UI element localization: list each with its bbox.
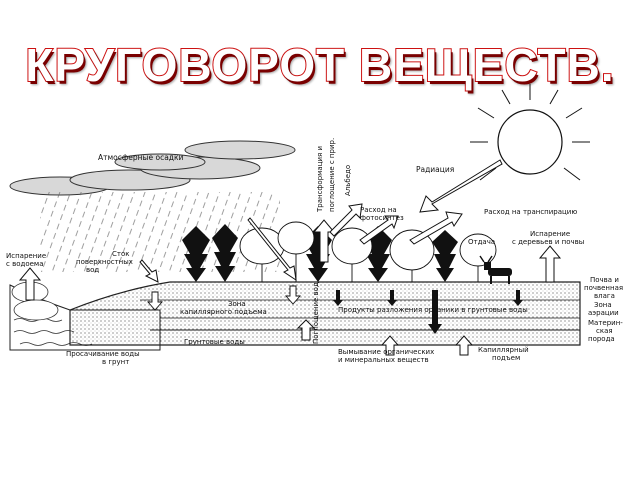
label-aeration-1: Зона xyxy=(594,301,612,309)
downward-arrows xyxy=(333,290,523,334)
label-radiation: Радиация xyxy=(416,165,454,174)
label-groundwater: Грунтовые воды xyxy=(184,338,245,346)
ground-surface xyxy=(69,281,581,346)
label-cap-rise-2: подъем xyxy=(492,354,520,362)
label-scatter-2: поглощение с прир. xyxy=(328,138,336,212)
label-runoff-3: вод xyxy=(86,266,99,274)
label-capillary-2: капиллярного подъема xyxy=(180,308,267,316)
sun-icon xyxy=(470,84,590,181)
label-bedrock-3: порода xyxy=(588,335,615,343)
rain xyxy=(40,192,280,272)
label-bedrock-1: Материн- xyxy=(588,319,623,327)
label-transpiration: Расход на транспирацию xyxy=(484,208,577,216)
label-photosynthesis-1: Расход на xyxy=(360,206,397,214)
moose-icon xyxy=(479,255,512,284)
label-bedrock-2: ская xyxy=(596,327,613,335)
label-leaching-1: Вымывание органических xyxy=(338,348,434,356)
label-capillary-1: Зона xyxy=(228,300,246,308)
label-precipitation: Атмосферные осадки xyxy=(98,153,184,162)
label-leaching-2: и минеральных веществ xyxy=(338,356,429,364)
slide-title: КРУГОВОРОТ ВЕЩЕСТВ. xyxy=(24,38,615,92)
label-cap-rise-1: Капиллярный xyxy=(478,346,529,354)
seepage-arrows xyxy=(147,285,301,311)
label-soil-moisture-3: влага xyxy=(594,292,615,300)
deciduous-trees xyxy=(239,221,497,282)
transpiration-arrows xyxy=(329,203,463,245)
label-soil-moisture-2: почвенная xyxy=(584,284,623,292)
label-evaporation-water-1: Испарение xyxy=(6,252,46,260)
radiation-arrow xyxy=(419,159,503,213)
cloud-group xyxy=(9,140,296,196)
label-return: Отдача xyxy=(468,238,495,246)
label-vertical: Поглощение вод xyxy=(312,282,320,344)
label-soil-moisture-1: Почва и xyxy=(590,276,619,284)
label-runoff-1: Сток xyxy=(112,250,129,258)
label-photosynthesis-2: фотосинтез xyxy=(360,214,404,222)
label-aeration-2: аэрации xyxy=(588,309,619,317)
label-seep-2: в грунт xyxy=(102,358,129,366)
label-runoff-2: поверхностных xyxy=(76,258,133,266)
label-soil-evap-1: Испарение xyxy=(530,230,570,238)
label-soil-evap-2: с деревьев и почвы xyxy=(512,238,584,246)
upward-arrows xyxy=(18,219,562,356)
label-albedo: Альбедо xyxy=(344,165,352,196)
label-scatter-1: Трансформация и xyxy=(316,146,324,213)
label-evaporation-water-2: с водоема xyxy=(6,260,43,268)
inflow-arrows xyxy=(139,217,297,283)
label-soil-products: Продукты разложения органики в грунтовые… xyxy=(338,306,528,314)
label-seep-1: Просачивание воды xyxy=(66,350,140,358)
